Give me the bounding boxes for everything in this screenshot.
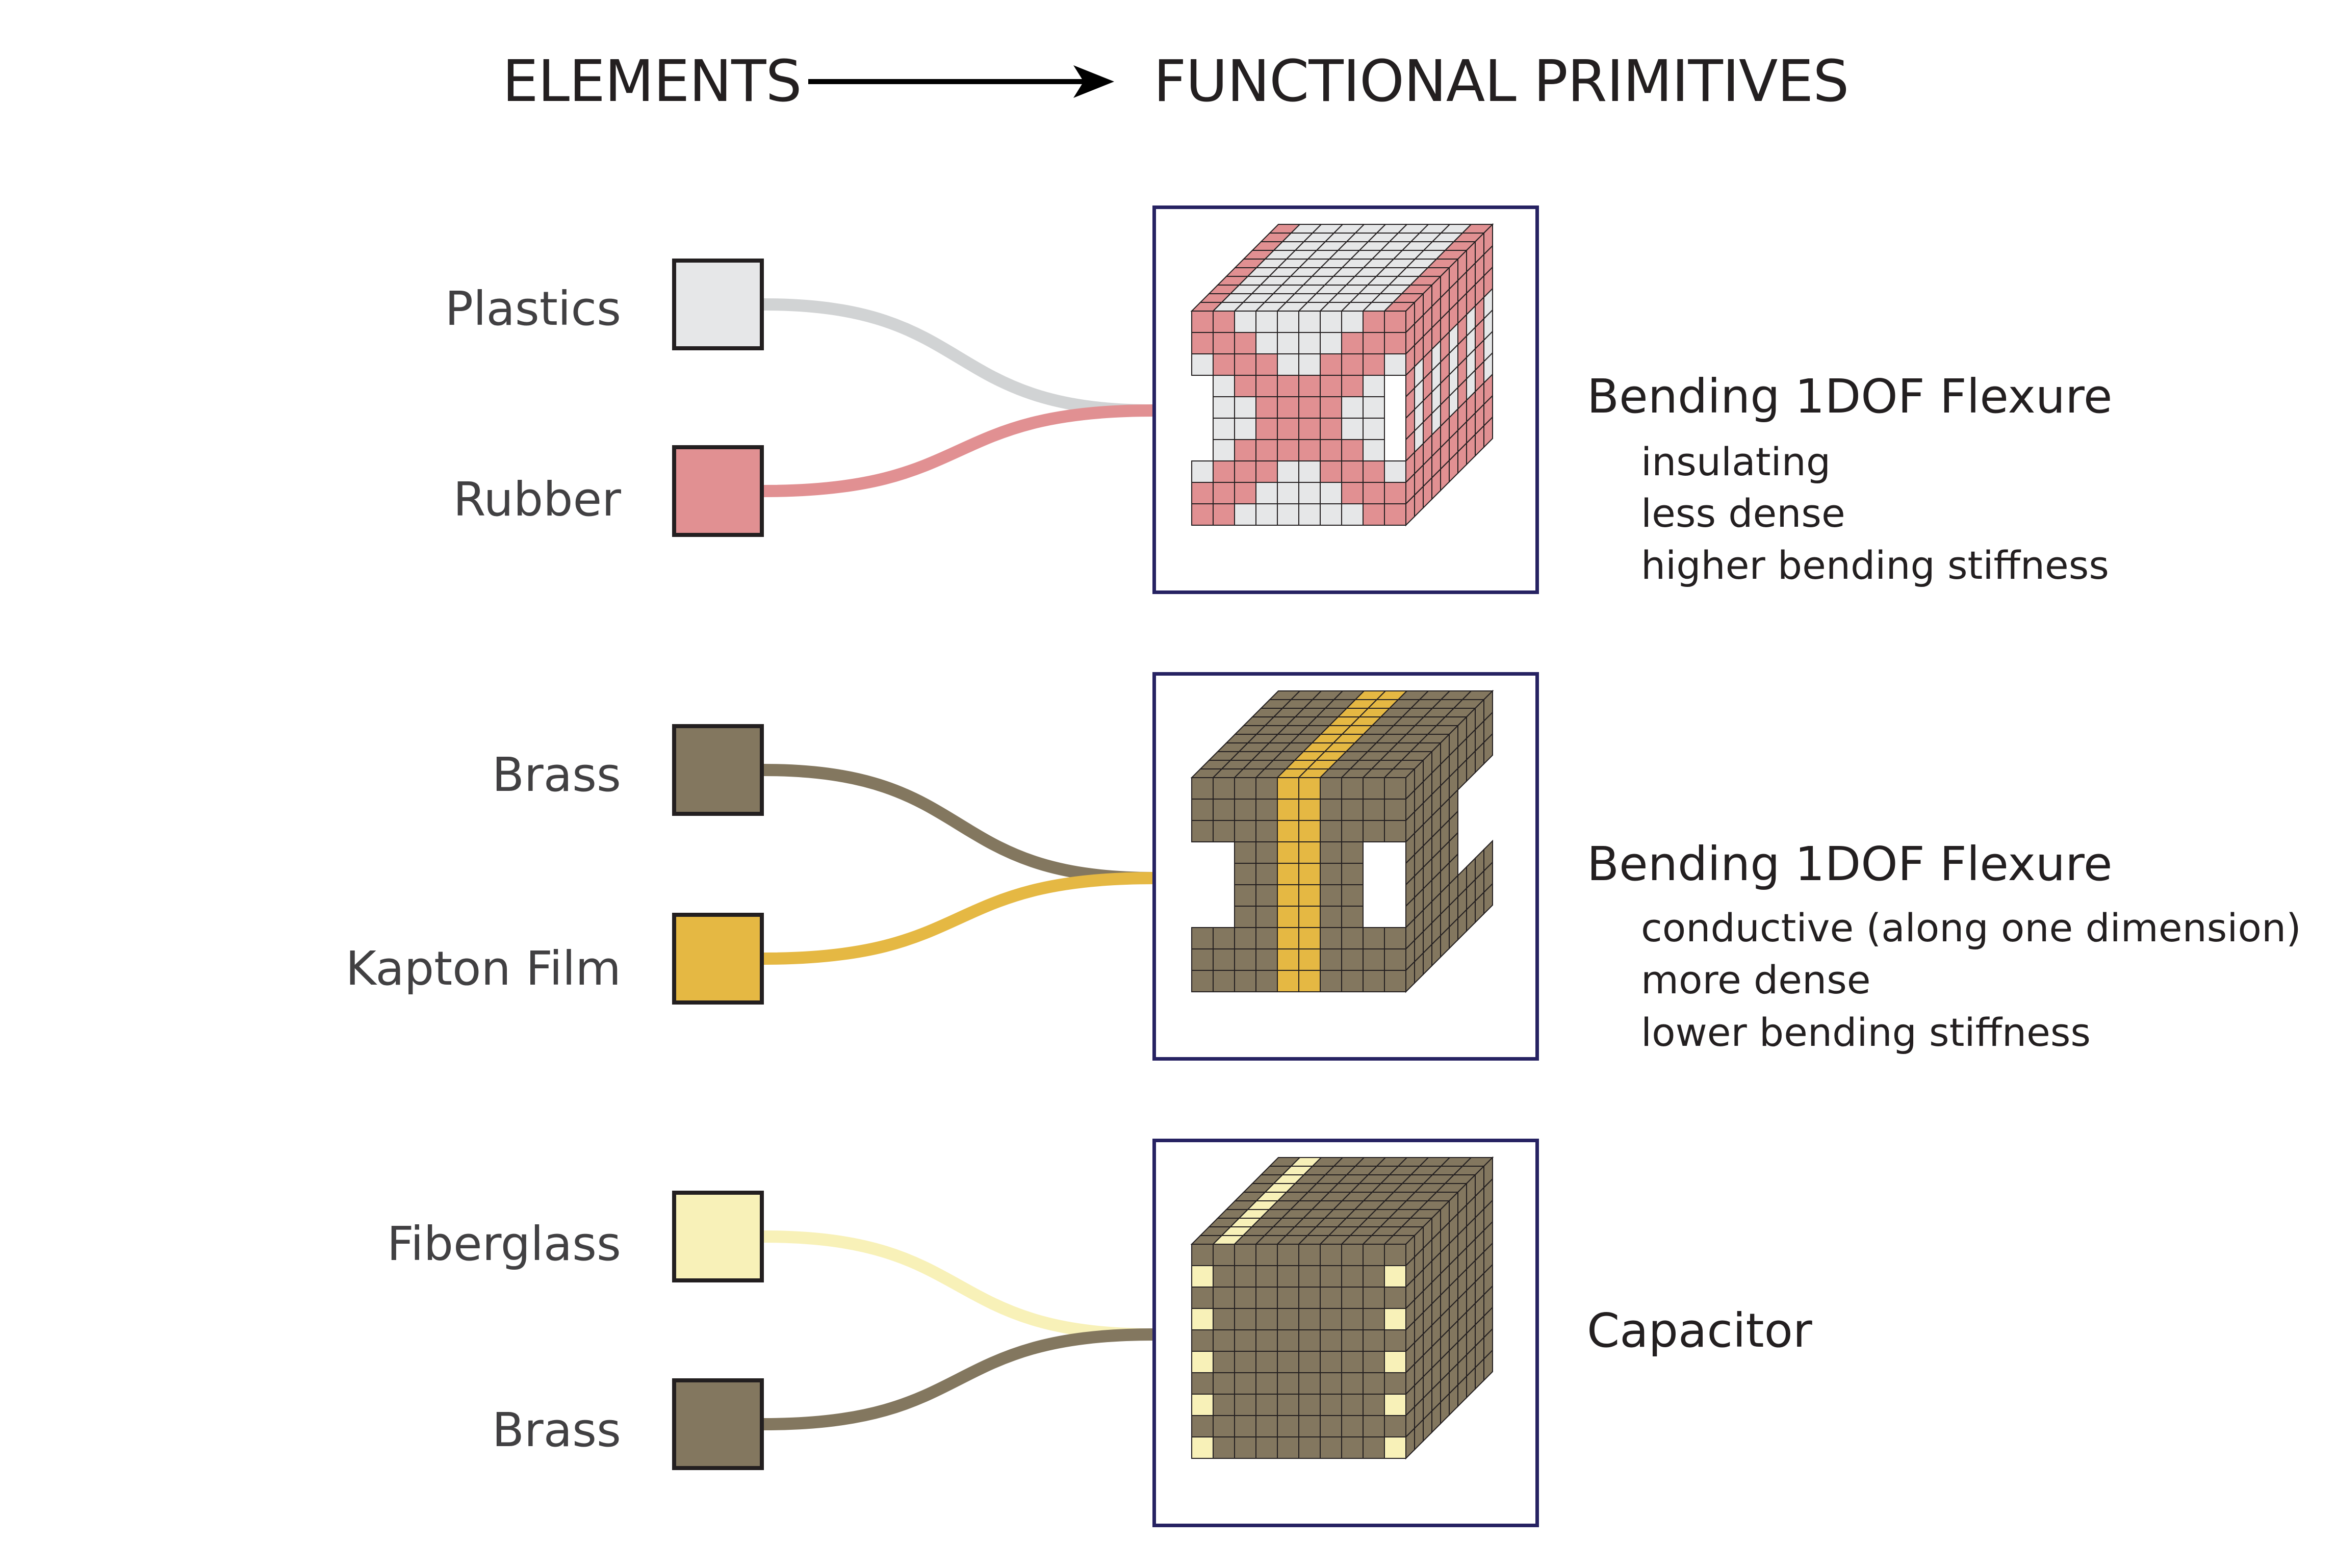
elements-header: ELEMENTS: [502, 48, 802, 115]
voxel-grid-capacitor: [1190, 1156, 1494, 1460]
voxel-grid-insulating: [1190, 223, 1494, 527]
property-item: higher bending stiffness: [1641, 543, 2109, 588]
property-item: conductive (along one dimension): [1641, 905, 2301, 950]
swatch-brass: [672, 1378, 764, 1470]
primitive-box-capacitor: [1152, 1139, 1539, 1527]
primitive-box-flexure-conductive: [1152, 672, 1539, 1061]
swatch-fiberglass: [672, 1191, 764, 1282]
swatch-plastics: [672, 259, 764, 350]
element-label-brass: Brass: [492, 748, 621, 802]
primitive-title: Bending 1DOF Flexure: [1587, 369, 2113, 424]
element-label-rubber: Rubber: [453, 472, 621, 527]
flexure-voxel-icon: [1190, 689, 1494, 993]
wire-brass: [763, 764, 1154, 884]
element-label-fiberglass: Fiberglass: [387, 1217, 621, 1271]
property-item: insulating: [1641, 439, 1831, 484]
wire-plastics: [763, 298, 1154, 417]
wire-brass: [763, 1328, 1154, 1430]
swatch-brass: [672, 724, 764, 816]
property-item: lower bending stiffness: [1641, 1010, 2091, 1055]
capacitor-voxel-icon: [1190, 1156, 1494, 1460]
right-arrow-icon: [808, 65, 1114, 98]
element-label-kapton-film: Kapton Film: [345, 941, 621, 996]
primitive-box-flexure-insulating: [1152, 205, 1539, 594]
element-label-brass: Brass: [492, 1403, 621, 1457]
voxel-grid-conductive: [1190, 689, 1494, 993]
primitive-title: Bending 1DOF Flexure: [1587, 837, 2113, 891]
primitives-header: FUNCTIONAL PRIMITIVES: [1153, 48, 1849, 115]
property-item: more dense: [1641, 957, 1871, 1003]
wire-rubber: [763, 404, 1154, 497]
swatch-kapton-film: [672, 913, 764, 1005]
wire-fiberglass: [763, 1230, 1154, 1341]
wire-kapton-film: [763, 872, 1154, 965]
flexure-voxel-icon: [1190, 223, 1494, 527]
property-item: less dense: [1641, 491, 1845, 536]
element-label-plastics: Plastics: [445, 281, 622, 336]
swatch-rubber: [672, 445, 764, 537]
primitive-title: Capacitor: [1587, 1303, 1812, 1358]
